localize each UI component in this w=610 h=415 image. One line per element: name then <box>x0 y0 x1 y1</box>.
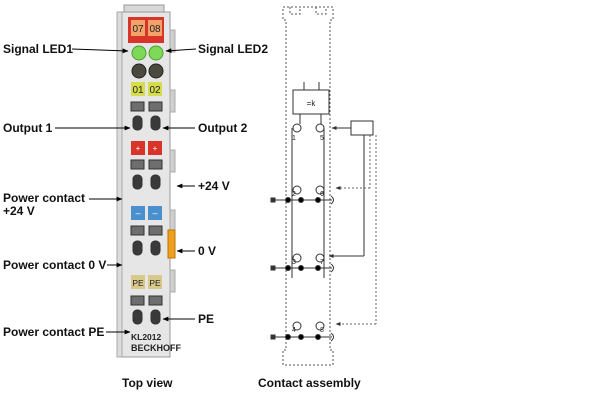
blue-minus-left <box>131 206 145 220</box>
label-power-contact-24v-line2: +24 V <box>3 204 35 218</box>
label-plus24v: +24 V <box>198 179 230 193</box>
blue-minus-right-text: – <box>152 208 157 218</box>
led-dark-right <box>148 63 164 79</box>
contact-assembly: =k <box>270 6 377 366</box>
contact-number-7: 7 <box>320 259 324 266</box>
optocoupler-label: =k <box>307 99 317 108</box>
label-output1: Output 1 <box>3 121 53 135</box>
red-plus-left-text: + <box>136 144 141 153</box>
led-02-text: 02 <box>149 85 161 96</box>
led-08-box <box>148 20 162 36</box>
led-07-text: 07 <box>132 24 144 35</box>
external-load-box <box>350 120 374 136</box>
led-02-box <box>148 82 162 96</box>
led-01-text: 01 <box>132 85 144 96</box>
blue-minus-left-text: – <box>135 208 140 218</box>
contact-number-1: 1 <box>292 135 296 142</box>
contact-number-8: 8 <box>320 327 324 334</box>
label-0v: 0 V <box>198 244 217 258</box>
signal-led1-green <box>131 45 147 61</box>
arrow-signal-led1 <box>71 48 129 54</box>
pointer-arrows <box>55 48 197 335</box>
pe-left-box <box>131 275 145 289</box>
assembly-dashed-outline <box>282 6 334 366</box>
power-contact-orange <box>167 229 176 259</box>
clamp-row-2 <box>130 159 163 190</box>
clamp-row-3 <box>130 225 163 256</box>
red-plus-left <box>131 141 145 155</box>
label-power-contact-pe: Power contact PE <box>3 325 105 339</box>
pe-right-box <box>148 275 162 289</box>
arrow-signal-led2 <box>165 48 197 54</box>
contact-number-3: 3 <box>292 259 296 266</box>
signal-led2-green <box>148 45 164 61</box>
contact-pair-1-5 <box>292 123 325 133</box>
terminal-model: KL2012 <box>131 332 162 342</box>
pe-left-text: PE <box>132 278 144 288</box>
terminal-body <box>121 11 171 358</box>
optocoupler-box <box>292 89 330 115</box>
label-signal-led2: Signal LED2 <box>198 42 269 56</box>
contact-number-4: 4 <box>292 327 296 334</box>
led-dark-left <box>131 63 147 79</box>
led-07-box <box>131 20 145 36</box>
red-plus-right-text: + <box>153 144 158 153</box>
terminal-left-rail <box>116 11 123 358</box>
label-pe: PE <box>198 312 215 326</box>
caption-top-view: Top view <box>122 376 173 390</box>
led-08-text: 08 <box>149 24 161 35</box>
terminal-side-ribs <box>169 29 176 293</box>
pe-right-text: PE <box>149 278 161 288</box>
caption-contact-assembly: Contact assembly <box>258 376 361 390</box>
rail-pe <box>270 321 334 342</box>
assembly-top-tabs <box>289 7 327 15</box>
terminal-brand: BECKHOFF <box>131 343 181 353</box>
contact-number-5: 5 <box>320 135 324 142</box>
rail-0v <box>270 253 334 273</box>
contact-numbers: 1 5 2 6 3 7 4 8 <box>292 135 324 334</box>
blue-minus-right <box>148 206 162 220</box>
contact-number-6: 6 <box>320 191 324 198</box>
clamp-row-1 <box>130 101 163 131</box>
contact-number-2: 2 <box>292 191 296 198</box>
label-output2: Output 2 <box>198 121 248 135</box>
label-signal-led1: Signal LED1 <box>3 42 74 56</box>
label-power-contact-24v-line1: Power contact <box>3 191 86 205</box>
red-plus-right <box>148 141 162 155</box>
clamp-row-4 <box>130 295 163 325</box>
led-01-box <box>131 82 145 96</box>
label-power-contact-0v: Power contact 0 V <box>3 258 107 272</box>
rail-24v <box>270 185 334 205</box>
terminal-block: 07 08 01 02 + + <box>116 4 181 358</box>
